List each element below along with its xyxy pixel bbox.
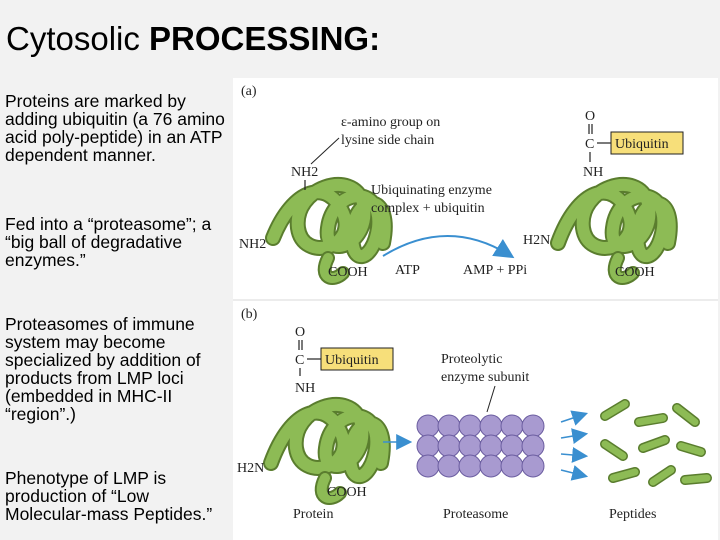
o-label-a: O [585,109,595,124]
enzyme-label-line1: Ubiquinating enzyme [371,183,492,198]
paragraph-lmp-specialization: Proteasomes of immune system may become … [5,314,201,424]
amp-ppi-label: AMP + PPi [463,263,527,278]
paragraph-proteasome: Fed into a “proteasome”; a “big ball of … [5,214,212,270]
title-normal: Cytosolic [6,20,150,57]
nh-label-b: NH [295,381,315,396]
cooh-right-label: COOH [615,265,655,280]
epsilon-annotation-line1: ε-amino group on [341,115,440,130]
c-label-b: C [295,353,304,368]
figure-svg: (a) NH2 NH2 COOH ε-amino group on lysine… [233,84,718,522]
proteasome-label: Proteasome [443,507,508,522]
arrow-out-3 [560,446,589,463]
ubiquitin-box-a [610,131,684,155]
subunit-label-line1: Proteolytic [441,352,502,367]
h2n-label-b: H2N [237,461,264,476]
c-label-a: C [585,137,594,152]
title-bold: PROCESSING: [149,20,381,57]
h2n-right-label: H2N [523,233,550,248]
nh2-left-label: NH2 [239,237,266,252]
protein-coil-left-a [265,177,393,285]
nh2-top-label: NH2 [291,165,318,180]
arrow-out-1 [560,410,589,426]
subunit-label-line2: enzyme subunit [441,370,529,385]
epsilon-annotation-line2: lysine side chain [341,133,434,148]
arrow-out-2 [560,428,589,444]
cooh-label-b: COOH [327,485,367,500]
ubiquitin-label-a: Ubiquitin [615,137,669,152]
nh-label-a: NH [583,165,603,180]
protein-coil-right-a [550,177,678,285]
ubiquination-arrow [382,235,515,259]
cooh-left-label: COOH [328,265,368,280]
protein-label: Protein [293,507,333,522]
enzyme-label-line2: complex + ubiquitin [371,201,485,216]
ubiquitin-label-b: Ubiquitin [325,353,379,368]
paragraph-lmp-phenotype: Phenotype of LMP is production of “Low M… [5,468,213,524]
protein-coil-b [263,397,391,505]
ubiquitin-proteasome-figure: (a) NH2 NH2 COOH ε-amino group on lysine… [233,78,718,540]
proteasome [416,414,545,478]
panel-a-label: (a) [241,84,257,99]
paragraph-ubiquitin: Proteins are marked by adding ubiquitin … [5,91,225,165]
o-label-b: O [295,325,305,340]
peptides-label: Peptides [609,507,656,522]
peptides [600,399,712,487]
ubiquitin-box-b [320,347,394,371]
slide-title: Cytosolic PROCESSING: [6,20,380,58]
atp-label: ATP [395,263,420,278]
arrow-out-4 [560,465,589,481]
panel-b-label: (b) [241,307,258,322]
